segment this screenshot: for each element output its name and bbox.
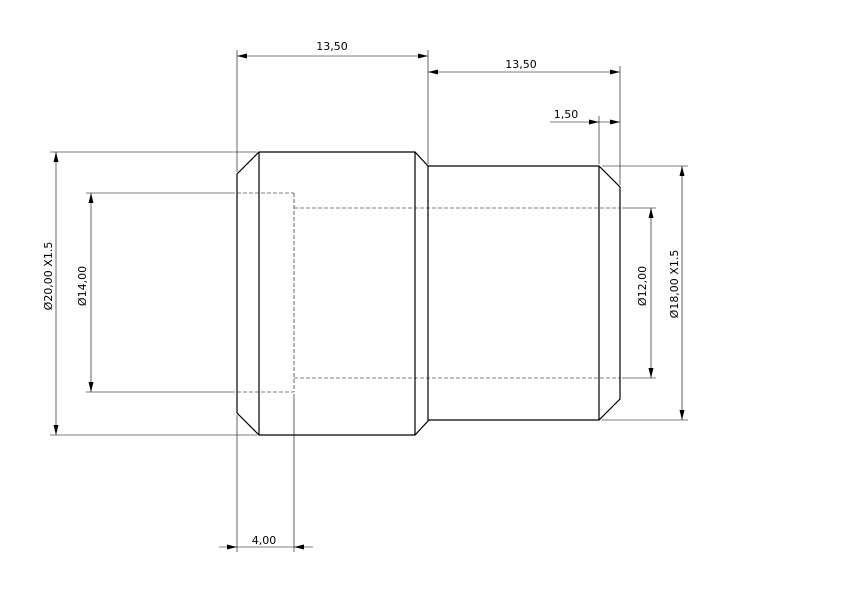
dim-bore-right-label: Ø12,00 [636, 266, 649, 306]
dim-thread-right: Ø18,00 X1.5 [602, 165, 688, 421]
dim-bore-left: Ø14,00 [76, 192, 235, 393]
dim-right-length-label: 13,50 [505, 58, 537, 71]
dim-right-length: 13,50 [428, 58, 621, 185]
dim-counterbore-depth-label: 4,00 [252, 534, 277, 547]
dim-chamfer: 1,50 [550, 108, 620, 164]
dim-left-length: 13,50 [236, 40, 429, 172]
part-left-section [236, 151, 429, 436]
dim-left-length-label: 13,50 [316, 40, 348, 53]
dim-chamfer-label: 1,50 [554, 108, 579, 121]
dim-thread-left-label: Ø20,00 X1.5 [42, 242, 55, 311]
dim-thread-left: Ø20,00 X1.5 [42, 151, 257, 436]
hidden-lines [237, 192, 620, 393]
dim-thread-right-label: Ø18,00 X1.5 [668, 250, 681, 319]
dim-bore-right: Ø12,00 [622, 207, 656, 379]
dim-counterbore-depth: 4,00 [219, 394, 313, 552]
dim-bore-left-label: Ø14,00 [76, 266, 89, 306]
part-right-section [428, 165, 621, 421]
